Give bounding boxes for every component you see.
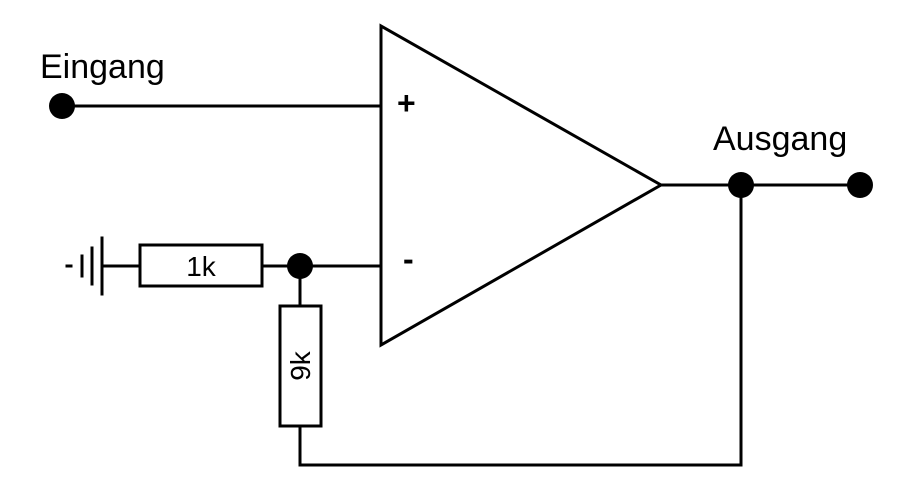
resistor-1k-label: 1k bbox=[186, 251, 217, 282]
input-label: Eingang bbox=[40, 48, 165, 86]
junction-node bbox=[287, 253, 313, 279]
output-junction-node bbox=[728, 172, 754, 198]
output-terminal bbox=[847, 172, 873, 198]
feedback-wire bbox=[298, 183, 743, 467]
plus-sign-label: + bbox=[397, 85, 416, 121]
output-label: Ausgang bbox=[713, 120, 847, 158]
resistor-1k bbox=[138, 243, 264, 288]
resistor-9k-label: 9k bbox=[285, 350, 316, 381]
ground-icon bbox=[65, 236, 104, 296]
op-amp-triangle bbox=[379, 23, 665, 348]
minus-sign-label: - bbox=[403, 241, 414, 277]
input-terminal bbox=[49, 93, 75, 119]
